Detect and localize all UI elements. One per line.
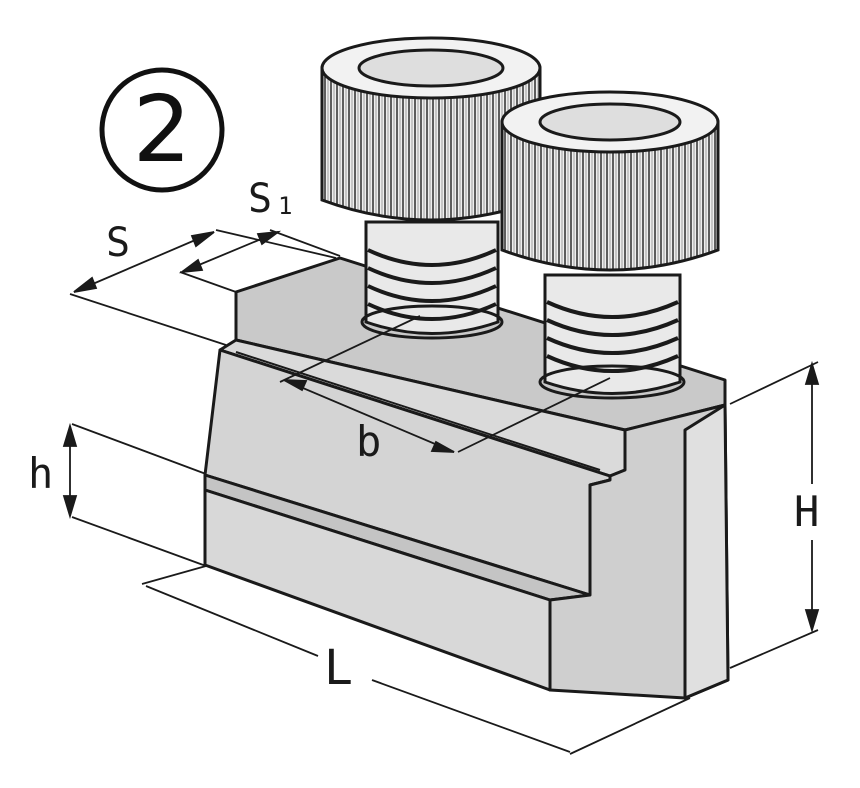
label-S: S xyxy=(106,220,130,266)
left-screw-shank xyxy=(364,220,500,335)
index-badge: 2 xyxy=(99,67,225,193)
right-screw-head xyxy=(500,120,720,272)
dim-S-line xyxy=(73,231,215,293)
index-number: 2 xyxy=(133,76,192,183)
right-screw-socket xyxy=(538,102,682,142)
left-screw xyxy=(320,36,542,340)
label-h: h xyxy=(28,449,53,498)
label-S1-subscript: 1 xyxy=(278,192,292,220)
label-H: H xyxy=(794,487,819,536)
right-screw xyxy=(500,90,720,400)
index-circle xyxy=(99,67,225,193)
label-L: L xyxy=(324,640,353,696)
dim-L-line-right xyxy=(371,679,571,753)
dim-L-line-left xyxy=(145,585,319,657)
block-chamfer xyxy=(683,403,730,700)
dimension-lines xyxy=(62,229,820,755)
groove-line xyxy=(235,351,601,471)
left-screw-socket xyxy=(357,48,505,88)
label-S1: S xyxy=(248,176,272,222)
label-b: b xyxy=(356,417,381,466)
dim-b-line xyxy=(283,379,455,453)
